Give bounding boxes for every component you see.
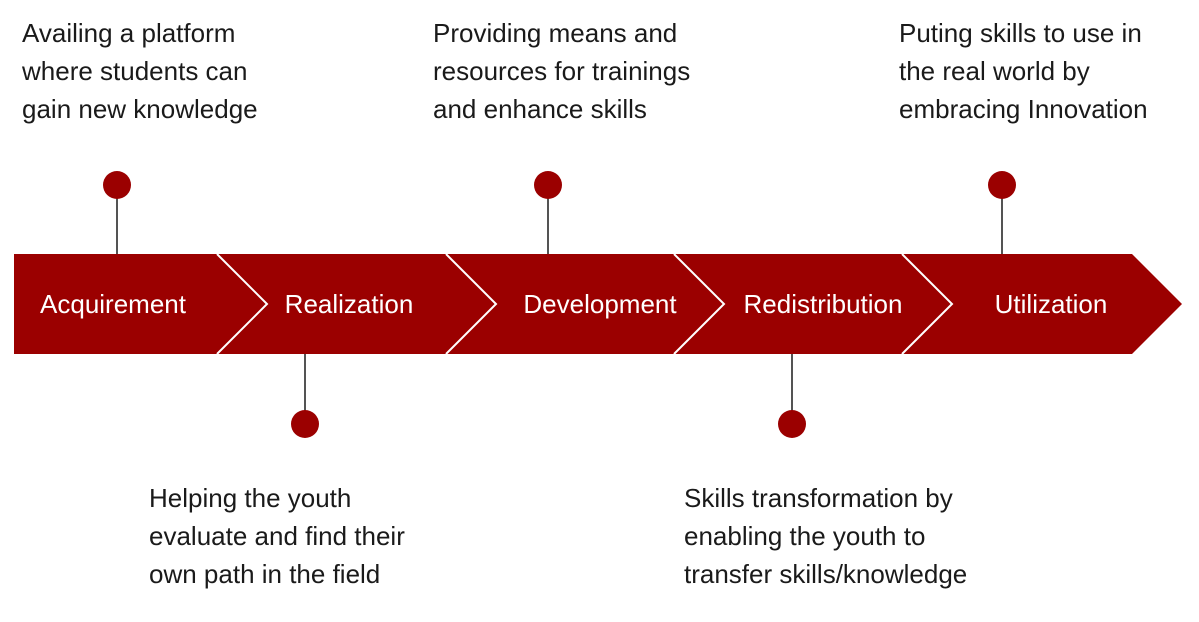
stage-label-development: Development [523,289,677,319]
description-line: Helping the youth [149,483,352,513]
description-realization: Helping the youth evaluate and find thei… [149,479,405,593]
stage-divider [901,253,954,355]
description-redistribution: Skills transformation by enabling the yo… [684,479,967,593]
description-line: where students can [22,56,248,86]
description-line: Availing a platform [22,18,236,48]
description-line: and enhance skills [433,94,647,124]
marker-dot-development [534,171,562,199]
description-line: Skills transformation by [684,483,953,513]
stage-divider [216,253,269,355]
description-line: resources for trainings [433,56,691,86]
marker-dot-acquirement [103,171,131,199]
description-line: evaluate and find their [149,521,405,551]
description-line: gain new knowledge [22,94,258,124]
description-line: transfer skills/knowledge [684,559,968,589]
description-line: Providing means and [433,18,678,48]
stage-label-redistribution: Redistribution [744,289,903,319]
stage-divider [673,253,726,355]
marker-dot-realization [291,410,319,438]
description-acquirement: Availing a platform where students can g… [22,14,258,128]
marker-dot-utilization [988,171,1016,199]
stage-label-realization: Realization [285,289,414,319]
timeline-arrow [14,254,1182,354]
stage-label-utilization: Utilization [995,289,1108,319]
stage-divider [445,253,498,355]
description-line: enabling the youth to [684,521,926,551]
description-line: Puting skills to use in [899,18,1142,48]
marker-dot-redistribution [778,410,806,438]
stage-label-acquirement: Acquirement [40,289,187,319]
description-development: Providing means and resources for traini… [433,14,690,128]
description-line: embracing Innovation [899,94,1148,124]
description-line: the real world by [899,56,1090,86]
description-utilization: Puting skills to use in the real world b… [899,14,1148,128]
description-line: own path in the field [149,559,381,589]
